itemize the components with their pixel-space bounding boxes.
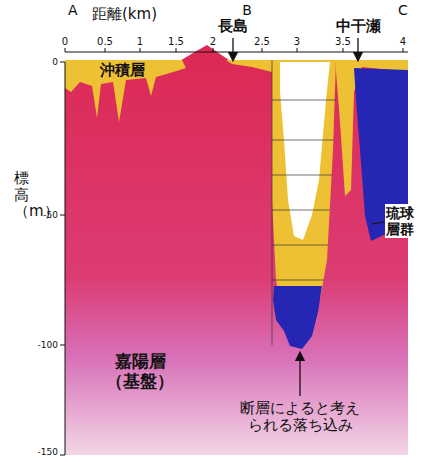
- axis-title: 距離(km): [92, 6, 157, 23]
- callout-arrow: [299, 356, 300, 396]
- tick-label: 0: [62, 36, 68, 48]
- tick-label: -100: [38, 340, 58, 350]
- alluvium: [272, 60, 336, 300]
- point-label: C: [398, 2, 408, 18]
- point-label: A: [68, 2, 78, 18]
- tick-label: -50: [43, 210, 58, 220]
- callout-text: 断層によると考え られる落ち込み: [238, 400, 362, 435]
- tick-label: 4: [400, 36, 406, 48]
- tick-label: 2.5: [254, 36, 270, 48]
- tick-label: 2: [210, 36, 216, 48]
- bedrock: [65, 62, 408, 455]
- location-arrow: [232, 38, 233, 57]
- location-arrow: [357, 38, 358, 57]
- ryukyu-group: [273, 286, 322, 349]
- bedrock-hill: [178, 45, 232, 62]
- tick-label: 3.5: [335, 36, 351, 48]
- point-label: B: [242, 2, 252, 18]
- sea: [280, 62, 330, 240]
- layer-name: 嘉陽層 （基盤）: [104, 352, 176, 391]
- tick-label: -150: [38, 447, 58, 457]
- layer-name: 琉球 層群: [385, 204, 417, 238]
- tick-label: 1.5: [168, 36, 184, 48]
- place-name: 中干瀬: [336, 18, 381, 35]
- grid-lines: [272, 60, 336, 345]
- alluvium: [226, 60, 272, 72]
- tick-label: 3: [294, 36, 300, 48]
- tick-label: 0: [52, 57, 58, 67]
- axis-title: 標高（m）: [14, 170, 29, 220]
- alluvium: [65, 60, 186, 122]
- leader-line: [372, 222, 384, 224]
- place-name: 長島: [218, 18, 248, 35]
- axes: [60, 48, 408, 455]
- layer-name: 沖積層: [100, 62, 145, 79]
- tick-label: 0.5: [97, 36, 113, 48]
- tick-label: 1: [137, 36, 143, 48]
